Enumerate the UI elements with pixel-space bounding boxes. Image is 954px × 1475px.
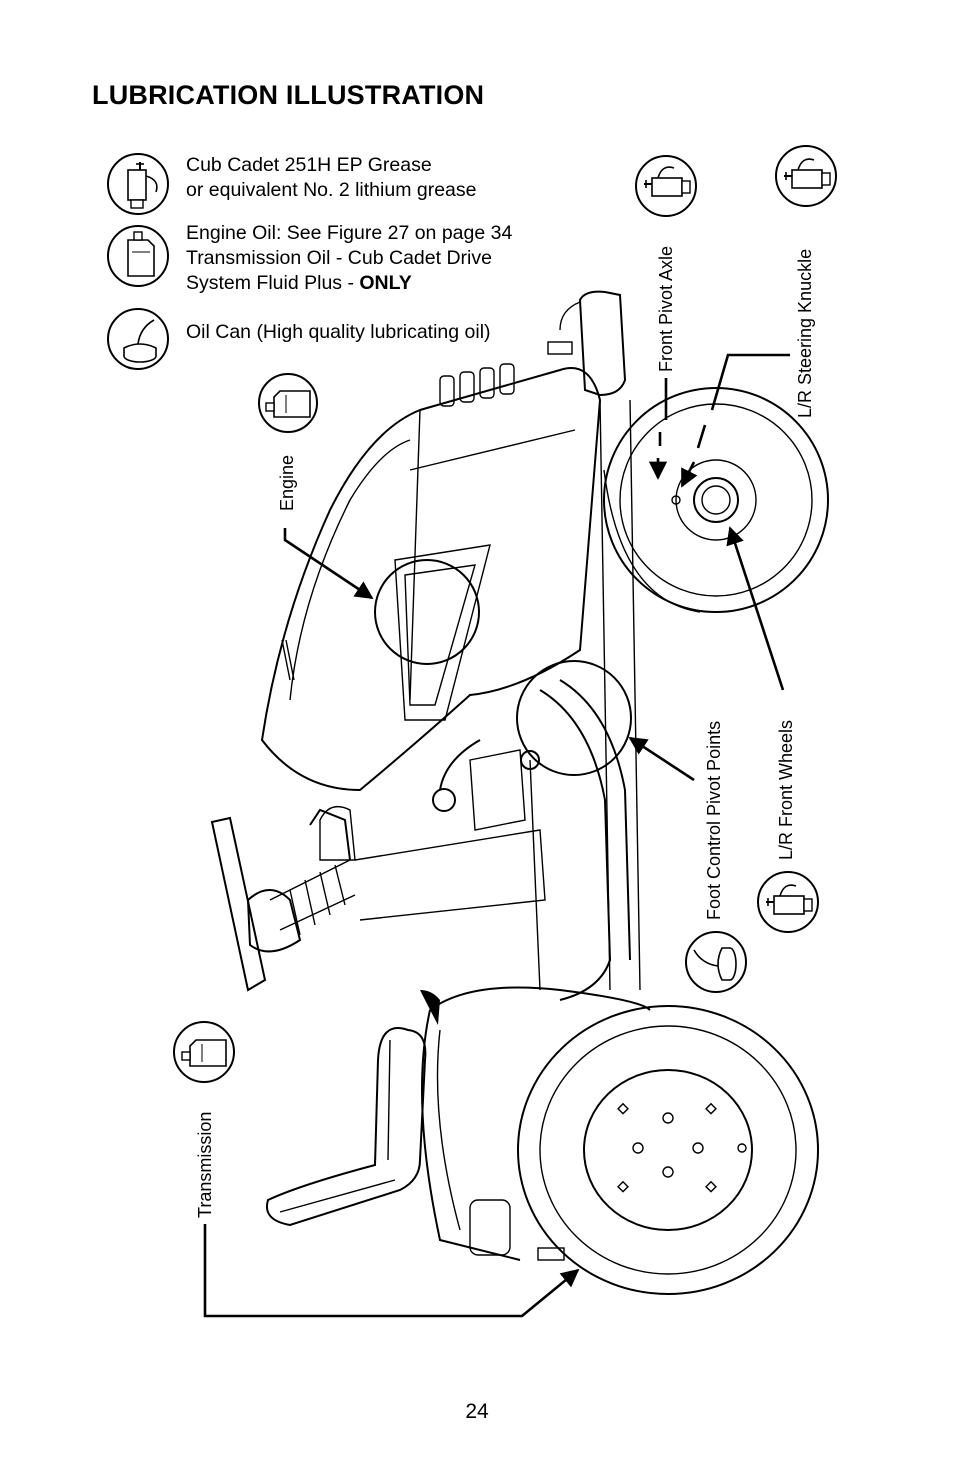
legend-oil-line3: System Fluid Plus - ONLY — [186, 271, 512, 296]
page-number: 24 — [465, 1400, 489, 1423]
steering-knuckle-leader-line — [710, 353, 790, 411]
foot-control-oil-can-icon — [685, 931, 747, 993]
page-title: LUBRICATION ILLUSTRATION — [92, 80, 485, 110]
tractor-drawing — [210, 290, 829, 1295]
legend-oil-text: Engine Oil: See Figure 27 on page 34 Tra… — [186, 221, 512, 296]
legend-grease-text: Cub Cadet 251H EP Grease or equivalent N… — [186, 153, 477, 203]
legend-oil-line2: Transmission Oil - Cub Cadet Drive — [186, 247, 492, 269]
steering-knuckle-arrow — [682, 424, 707, 486]
foot-control-lube-point-circle — [516, 660, 632, 776]
front-pivot-arrow — [658, 432, 660, 478]
engine-leader-arrow — [283, 528, 374, 600]
legend-oil-line3-bold: ONLY — [359, 272, 412, 294]
engine-lube-point-circle — [374, 559, 480, 665]
legend-grease-line2: or equivalent No. 2 lithium grease — [186, 179, 477, 201]
oil-can-icon — [107, 308, 169, 370]
engine-oil-bottle-icon — [258, 373, 318, 433]
legend-grease-line1: Cub Cadet 251H EP Grease — [186, 154, 432, 176]
grease-gun-icon — [107, 153, 169, 215]
foot-control-arrow — [628, 736, 695, 782]
legend-oil-line3-prefix: System Fluid Plus - — [186, 272, 360, 294]
steering-knuckle-grease-gun-icon — [775, 145, 837, 207]
transmission-oil-bottle-icon — [173, 1021, 235, 1083]
front-wheels-arrow — [726, 526, 785, 691]
legend-oil-line1: Engine Oil: See Figure 27 on page 34 — [186, 222, 513, 244]
front-pivot-grease-gun-icon — [635, 155, 697, 217]
front-wheels-grease-gun-icon — [757, 871, 819, 933]
oil-bottle-icon — [107, 225, 169, 287]
transmission-leader-arrow — [203, 1224, 580, 1318]
legend-oilcan-text: Oil Can (High quality lubricating oil) — [186, 321, 491, 343]
